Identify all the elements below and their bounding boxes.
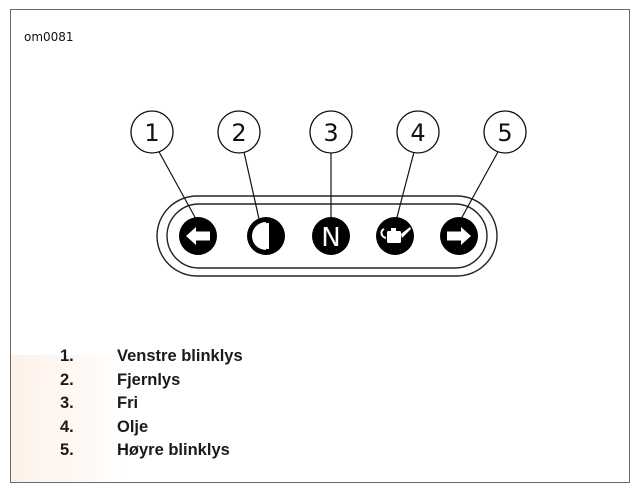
indicator-oil — [376, 217, 414, 255]
legend-number: 4. — [60, 417, 74, 436]
indicator-right-turn — [440, 217, 478, 255]
callout-circle-3 — [309, 110, 353, 154]
legend-list: 1. Venstre blinklys 2. Fjernlys 3. Fri 4. Ol… — [60, 345, 243, 463]
headlight-high-beam-icon — [252, 222, 269, 250]
right-arrow-icon — [447, 227, 471, 245]
legend-label: Høyre blinklys — [117, 441, 230, 459]
lamp-3 — [312, 217, 350, 255]
legend-number: 1. — [60, 347, 74, 365]
legend-label: Fri — [117, 394, 139, 412]
callout-circle-1 — [130, 110, 174, 154]
leader-line-1 — [157, 149, 197, 220]
indicator-neutral: N — [312, 217, 350, 255]
legend-item: 2. Fjernlys — [60, 369, 243, 393]
leader-line-2 — [243, 151, 260, 220]
callout-number-1: 1 — [144, 119, 159, 147]
leader-lines — [157, 149, 500, 222]
leader-line-4 — [395, 151, 415, 222]
callout-circle-4 — [396, 110, 440, 154]
left-arrow-icon — [186, 227, 210, 245]
legend-number: 2. — [60, 370, 74, 389]
legend-label: Olje — [117, 417, 149, 436]
background-gradient — [11, 355, 131, 482]
panel-inner-outline — [166, 203, 488, 269]
legend-label: Fjernlys — [117, 370, 181, 389]
indicator-left-turn — [179, 217, 217, 255]
legend-number: 5. — [60, 441, 74, 459]
legend-item: 5. Høyre blinklys — [60, 439, 243, 463]
callout-number-5: 5 — [497, 119, 512, 147]
leader-line-5 — [460, 149, 500, 220]
panel-outer-outline — [156, 195, 498, 277]
neutral-icon: N — [321, 223, 340, 253]
oil-can-icon — [380, 227, 411, 243]
callout-circle-5 — [483, 110, 527, 154]
legend-label: Venstre blinklys — [117, 347, 243, 365]
legend-number: 3. — [60, 394, 74, 412]
legend-item: 1. Venstre blinklys — [60, 345, 243, 369]
callout-circle-2 — [217, 110, 261, 154]
callout-number-3: 3 — [323, 119, 338, 147]
indicator-high-beam — [247, 217, 285, 255]
legend-item: 4. Olje — [60, 416, 243, 440]
figure-id: om0081 — [24, 30, 74, 44]
callout-number-4: 4 — [410, 119, 425, 147]
callout-number-2: 2 — [231, 119, 246, 147]
legend-item: 3. Fri — [60, 392, 243, 416]
